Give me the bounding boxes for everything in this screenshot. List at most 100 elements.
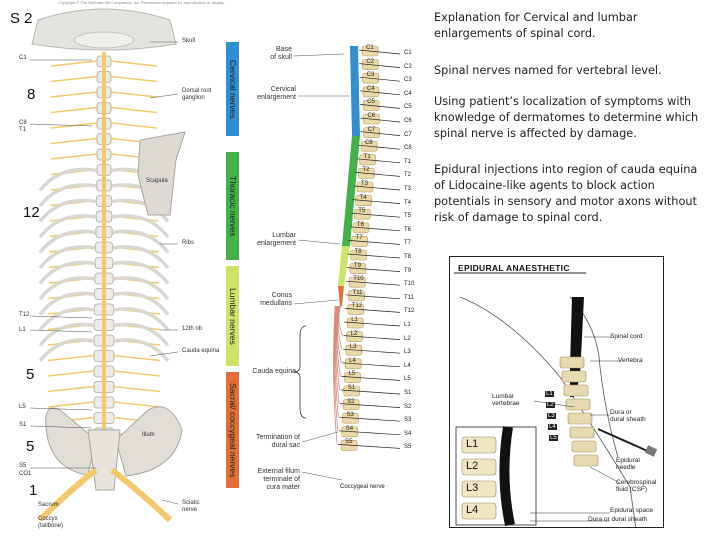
- spine-label-12th-rib: 12th rib: [182, 326, 203, 332]
- spinal-nerve-label: C5: [404, 104, 412, 111]
- spinal-nerve-label: C8: [404, 145, 412, 152]
- spinal-nerve-label: S5: [404, 444, 412, 451]
- nerve-label-coccygeal: Coccygeal nerve: [340, 484, 385, 490]
- spinal-nerve-label: S3: [404, 417, 412, 424]
- spinal-nerve-label: L1: [404, 322, 411, 328]
- vertebra-label: S2: [347, 398, 355, 405]
- spinal-nerve-label: S4: [404, 430, 412, 437]
- vertebra-label: C1: [366, 45, 374, 51]
- spinal-nerve-label: T1: [404, 158, 412, 165]
- spinal-nerve-label: T2: [404, 172, 412, 179]
- lumbar-level-marker: L5: [549, 435, 558, 441]
- spine-skeleton-illustration: [29, 8, 186, 523]
- text-naming: Spinal nerves named for vertebral level.: [434, 64, 662, 77]
- nerve-label-cervical-enlargement: Cervical enlargement: [257, 86, 296, 102]
- vertebra-label: T9: [353, 262, 361, 269]
- spine-label-sciatic: Sciatic nerve: [182, 500, 200, 513]
- count-label-cervical: 8: [27, 86, 36, 103]
- lumbar-level-marker: L1: [545, 391, 554, 397]
- nerve-label-conus: Conus medullaris: [260, 292, 292, 308]
- spine-label-s5: S5: [19, 463, 27, 469]
- spinal-nerve-label: L3: [404, 349, 411, 356]
- ep-label-spinal-cord: Spinal cord: [610, 333, 643, 340]
- spine-label-t12: T12: [19, 312, 30, 318]
- spine-label-cauda: Cauda equina: [182, 348, 220, 354]
- vertebra-label: T12: [351, 303, 363, 310]
- spine-label-c1: C1: [19, 55, 27, 61]
- vertebra-label: C7: [367, 126, 376, 133]
- spinal-nerve-label: C7: [404, 131, 412, 138]
- vertebra-label: T8: [354, 249, 362, 255]
- vertebra-label: C2: [366, 58, 375, 65]
- spinal-nerve-label: C3: [404, 77, 412, 84]
- text-epidural: Epidural injections into region of cauda…: [434, 163, 698, 224]
- count-label-thoracic: 12: [23, 204, 40, 221]
- spine-skeleton-figure: Copyright © The McGraw-Hill Companies, I…: [0, 0, 230, 540]
- vertebra-label: C3: [366, 72, 375, 79]
- vertebra-label: S5: [345, 439, 353, 446]
- text-enlargements: Explanation for Cervical and lumbar enla…: [434, 11, 638, 40]
- count-label-sacral-top: S 2: [10, 10, 33, 27]
- spine-label-l1: L1: [19, 327, 26, 333]
- inset-lumbar-level-label: L4: [464, 504, 481, 516]
- spine-label-skull: Skull: [182, 38, 196, 44]
- spinal-nerve-label: T12: [404, 308, 415, 315]
- spinal-nerve-label: L2: [404, 335, 411, 342]
- inset-lumbar-level-label: L2: [464, 460, 481, 472]
- spine-label-dorsal-root: Dorsal root ganglion: [182, 88, 212, 101]
- spinal-nerve-label: S2: [404, 403, 412, 410]
- vertebra-label: C5: [367, 99, 375, 106]
- spinal-nerve-label: T3: [404, 186, 412, 192]
- vertebra-label: S1: [347, 385, 356, 391]
- spinal-nerve-label: T4: [404, 199, 412, 206]
- lumbar-level-marker: L2: [546, 402, 555, 408]
- vertebra-label: S3: [346, 412, 354, 419]
- vertebra-label: T6: [356, 221, 364, 228]
- inset-lumbar-level-label: L3: [464, 482, 481, 494]
- nerve-label-base-of-skull: Base of skull: [270, 46, 292, 62]
- lumbar-level-marker: L3: [547, 413, 556, 419]
- spine-label-ilium: Ilium: [142, 432, 155, 438]
- spine-label-scapula: Scapula: [146, 178, 168, 184]
- spinal-nerve-label: L5: [404, 376, 411, 383]
- vertebra-label: T4: [359, 194, 367, 201]
- ep-label-vertebra: Vertebra: [618, 357, 643, 364]
- spinal-nerve-label: T9: [404, 267, 412, 274]
- copyright-notice: Copyright © The McGraw-Hill Companies, I…: [58, 0, 225, 5]
- band-thoracic: Thoracic nerves: [226, 152, 239, 260]
- inset-lumbar-level-label: L1: [464, 438, 481, 450]
- spinal-nerve-label: C1: [404, 50, 412, 56]
- spinal-nerve-label: L4: [404, 362, 411, 369]
- spinal-nerve-label: T10: [404, 281, 415, 288]
- band-lumbar-label: Lumbar nerves: [228, 287, 238, 345]
- spine-label-co1: CO1: [19, 471, 32, 477]
- ep-label-epidural-space: Epidural space: [610, 507, 653, 514]
- count-label-lumbar: 5: [26, 366, 35, 383]
- spinal-nerve-label: C6: [404, 118, 412, 124]
- vertebra-label: T7: [355, 235, 363, 242]
- vertebra-label: L1: [351, 317, 358, 323]
- lumbar-level-marker: L4: [548, 424, 557, 430]
- text-localization: Using patient’s localization of symptoms…: [434, 95, 699, 140]
- vertebra-label: C6: [367, 113, 376, 119]
- ep-label-dura: Dura or dural sheath: [610, 409, 646, 424]
- count-label-sacral: 5: [26, 438, 35, 455]
- spine-label-c8: C8: [19, 120, 27, 126]
- epidural-anaesthetic-figure: EPIDURAL ANAESTHETIC: [449, 256, 664, 528]
- vertebra-label: T10: [353, 276, 364, 283]
- vertebra-label: T1: [363, 153, 371, 160]
- spine-label-ribs: Ribs: [182, 240, 195, 246]
- spinal-nerve-label: C4: [404, 90, 412, 97]
- vertebra-label: L3: [349, 344, 357, 351]
- spinal-nerve-figure: Base of skull Cervical enlargement Lumba…: [232, 36, 432, 496]
- band-lumbar: Lumbar nerves: [226, 266, 239, 366]
- ep-label-needle: Epidural needle: [616, 457, 640, 472]
- ep-label-csf: Cerebrospinal fluid (CSF): [616, 479, 657, 494]
- band-cervical-label: Cervical nerves: [228, 59, 238, 119]
- vertebra-label: L5: [348, 371, 356, 378]
- vertebra-label: L2: [350, 330, 358, 337]
- spine-label-t1: T1: [19, 127, 27, 133]
- band-sacral: Sacral/ coccygeal nerves: [226, 372, 239, 488]
- spinal-nerve-label: T7: [404, 240, 412, 247]
